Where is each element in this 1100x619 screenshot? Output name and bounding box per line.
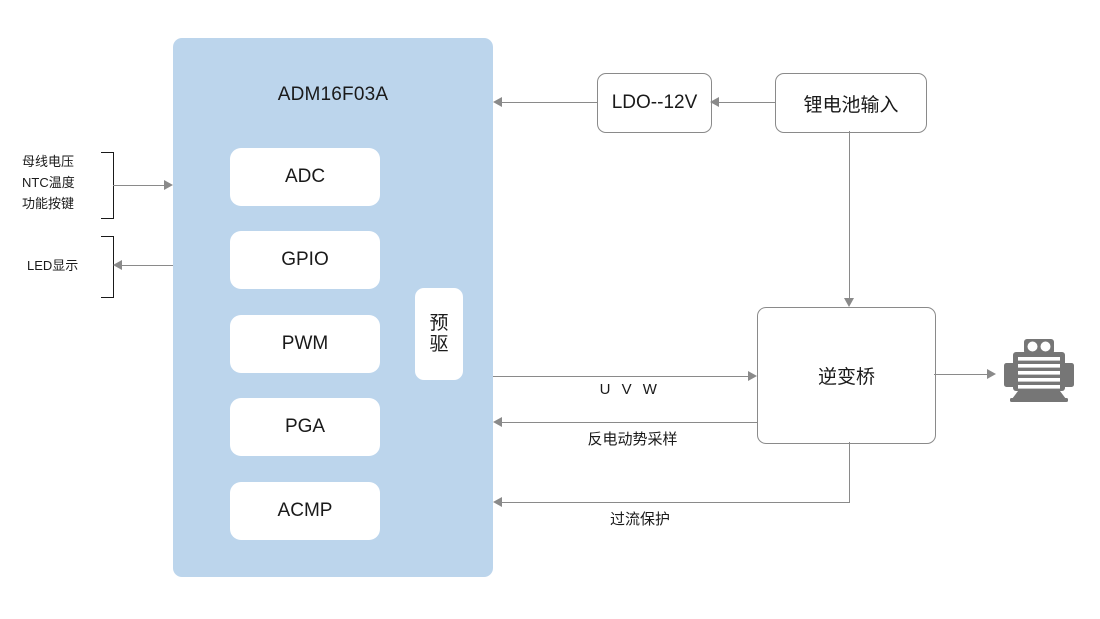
predriver-label-line1: 预	[429, 312, 449, 334]
arrow-head-bemf	[493, 417, 502, 427]
peripheral-block-gpio: GPIO	[230, 231, 380, 289]
connector-ldo-to-mcu	[502, 102, 597, 103]
peripheral-block-pwm: PWM	[230, 315, 380, 373]
connector-battery-to-ldo	[719, 102, 775, 103]
left-input-label-function-key: 功能按键	[22, 196, 75, 212]
ldo-block: LDO--12V	[597, 73, 712, 133]
left-input-label-ntc-temp: NTC温度	[22, 175, 75, 191]
arrow-head-ocp	[493, 497, 502, 507]
connector-bemf	[502, 422, 757, 423]
signal-label-bemf: 反电动势采样	[587, 431, 678, 448]
battery-input-block: 锂电池输入	[775, 73, 927, 133]
arrow-head-battery-to-inverter	[844, 298, 854, 307]
predriver-label-line2: 驱	[429, 334, 449, 355]
predriver-block: 预 驱	[415, 288, 463, 380]
arrow-head-inverter-to-motor	[987, 369, 996, 379]
signal-label-ocp: 过流保护	[609, 511, 670, 528]
connector-battery-to-inverter	[849, 131, 850, 298]
left-input-label-bus-voltage: 母线电压	[22, 154, 75, 169]
arrow-head-ldo-to-mcu	[493, 97, 502, 107]
arrow-head-battery-to-ldo	[710, 97, 719, 107]
connector-uvw	[493, 376, 748, 377]
peripheral-block-adc: ADC	[230, 148, 380, 206]
left-output-label-led-display: LED显示	[27, 258, 79, 273]
connector-ocp-vertical	[849, 442, 850, 502]
inverter-bridge-block: 逆变桥	[757, 307, 936, 444]
connector-ocp-horizontal	[502, 502, 850, 503]
arrow-head-mcu-to-led	[113, 260, 122, 270]
left-input-group1-labels: 母线电压 NTC温度 功能按键	[22, 151, 108, 214]
peripheral-block-pga: PGA	[230, 398, 380, 456]
connector-inverter-to-motor	[934, 374, 987, 375]
signal-label-uvw: U V W	[599, 381, 661, 398]
connector-left-inputs-to-mcu	[113, 185, 164, 186]
connector-mcu-to-led	[122, 265, 173, 266]
left-output-group2-labels: LED显示	[27, 255, 107, 276]
arrow-head-uvw	[748, 371, 757, 381]
peripheral-block-acmp: ACMP	[230, 482, 380, 540]
arrow-head-left-inputs-to-mcu	[164, 180, 173, 190]
mcu-title: ADM16F03A	[277, 84, 389, 105]
motor-icon	[1002, 337, 1076, 408]
